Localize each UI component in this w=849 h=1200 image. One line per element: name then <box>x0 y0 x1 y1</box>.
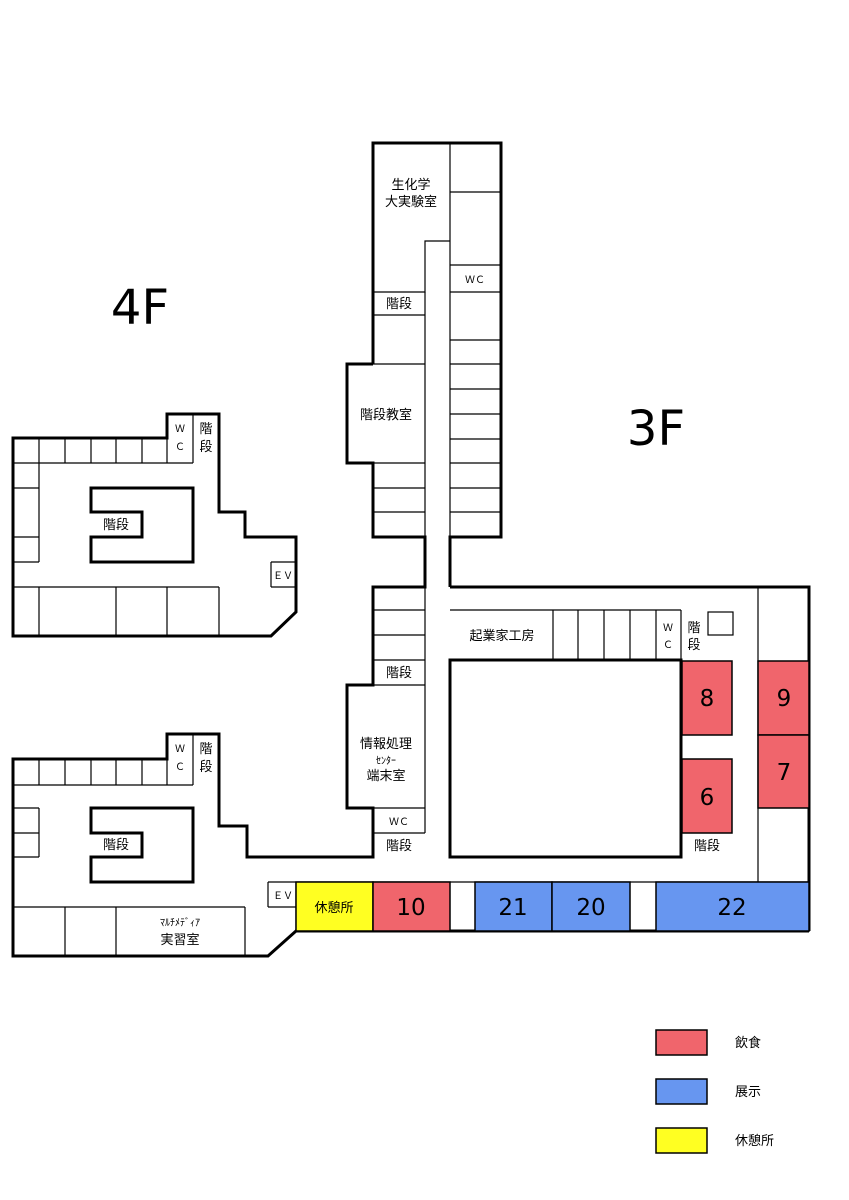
stairs-3f-label-1: 階 <box>687 621 700 636</box>
f4-stairs-side-label-2: 段 <box>199 440 212 455</box>
f3-ev-label: ＥＶ <box>273 891 293 902</box>
f4-stairs-center-label: 階段 <box>103 518 129 533</box>
wc-3f-label-1: Ｗ <box>663 623 673 634</box>
stairs-3f-label-2: 段 <box>687 638 700 653</box>
bio-lab-label-1: 生化学 <box>391 177 430 193</box>
legend-exhibit-swatch <box>655 1078 708 1105</box>
wc-info-label: ＷＣ <box>389 817 409 828</box>
legend-food-swatch <box>655 1029 708 1056</box>
stairs-mid-label: 階段 <box>386 666 412 681</box>
booth-21[interactable] <box>474 881 553 932</box>
stair-classroom-label: 階段教室 <box>360 407 412 423</box>
stairs-3f-bottom-label: 階段 <box>694 839 720 854</box>
booth-7[interactable] <box>757 734 810 809</box>
booth-10[interactable] <box>372 881 451 932</box>
legend-rest-label: 休憩所 <box>735 1133 774 1149</box>
booths: 8 9 6 7 休憩所 10 21 20 22 <box>295 660 810 932</box>
legend-exhibit-label: 展示 <box>735 1085 761 1100</box>
booth-9-label: 9 <box>777 686 792 712</box>
booth-10-label: 10 <box>396 895 425 921</box>
north-wing: 生化学 大実験室 ＷＣ 階段 階段教室 階段 情報処理 ｾﾝﾀｰ 端末室 ＷＣ … <box>217 141 503 859</box>
kigyou-label: 起業家工房 <box>469 628 534 644</box>
floor-label-3f: 3F <box>627 401 685 457</box>
stairs-info-label: 階段 <box>386 839 412 854</box>
wc-3f-label-2: Ｃ <box>663 640 673 651</box>
booth-6-label: 6 <box>700 785 715 811</box>
multimedia-label-1: ﾏﾙﾁﾒﾃﾞｨｱ <box>160 917 200 929</box>
booth-rest-label: 休憩所 <box>314 900 353 916</box>
booth-8-label: 8 <box>700 686 715 712</box>
f4-stairs-side-label-1: 階 <box>199 422 212 437</box>
info-center-label-1: 情報処理 <box>360 737 412 752</box>
stairs-upper-label: 階段 <box>386 297 412 312</box>
f3-stairs-side-label-1: 階 <box>199 742 212 757</box>
f4-ev-label: ＥＶ <box>273 571 293 582</box>
f3-stairs-center-label: 階段 <box>103 838 129 853</box>
booth-7-label: 7 <box>777 760 792 786</box>
booth-9[interactable] <box>757 660 810 736</box>
booth-rest[interactable] <box>295 881 374 932</box>
wc-top-label: ＷＣ <box>465 275 485 286</box>
legend: 飲食 展示 休憩所 <box>655 1029 774 1154</box>
booth-6[interactable] <box>681 758 733 834</box>
multimedia-label-2: 実習室 <box>160 932 199 948</box>
f3-wc-label-1: Ｗ <box>175 744 185 755</box>
info-center-label-3: 端末室 <box>366 768 405 784</box>
east-block-3f: 起業家工房 Ｗ Ｃ 階 段 階段 <box>448 585 811 931</box>
bio-lab-label-2: 大実験室 <box>385 194 437 210</box>
booth-20-label: 20 <box>576 895 605 921</box>
booth-22[interactable] <box>655 881 810 932</box>
booth-20[interactable] <box>551 881 631 932</box>
wing-4f: Ｗ Ｃ 階 段 階段 ＥＶ <box>11 412 298 638</box>
f4-wc-label-2: Ｃ <box>175 442 185 453</box>
floor-label-4f: 4F <box>111 280 169 336</box>
booth-22-label: 22 <box>717 895 746 921</box>
info-center-label-2: ｾﾝﾀｰ <box>376 755 396 767</box>
booth-21-label: 21 <box>498 895 527 921</box>
booth-8[interactable] <box>681 660 733 736</box>
legend-food-label: 飲食 <box>735 1035 761 1051</box>
f4-wc-label-1: Ｗ <box>175 424 185 435</box>
f3-stairs-side-label-2: 段 <box>199 760 212 775</box>
f3-wc-label-2: Ｃ <box>175 762 185 773</box>
wing-3f-west: Ｗ Ｃ 階 段 階段 ＥＶ ﾏﾙﾁﾒﾃﾞｨｱ 実習室 <box>13 734 293 956</box>
legend-rest-swatch <box>655 1127 708 1154</box>
